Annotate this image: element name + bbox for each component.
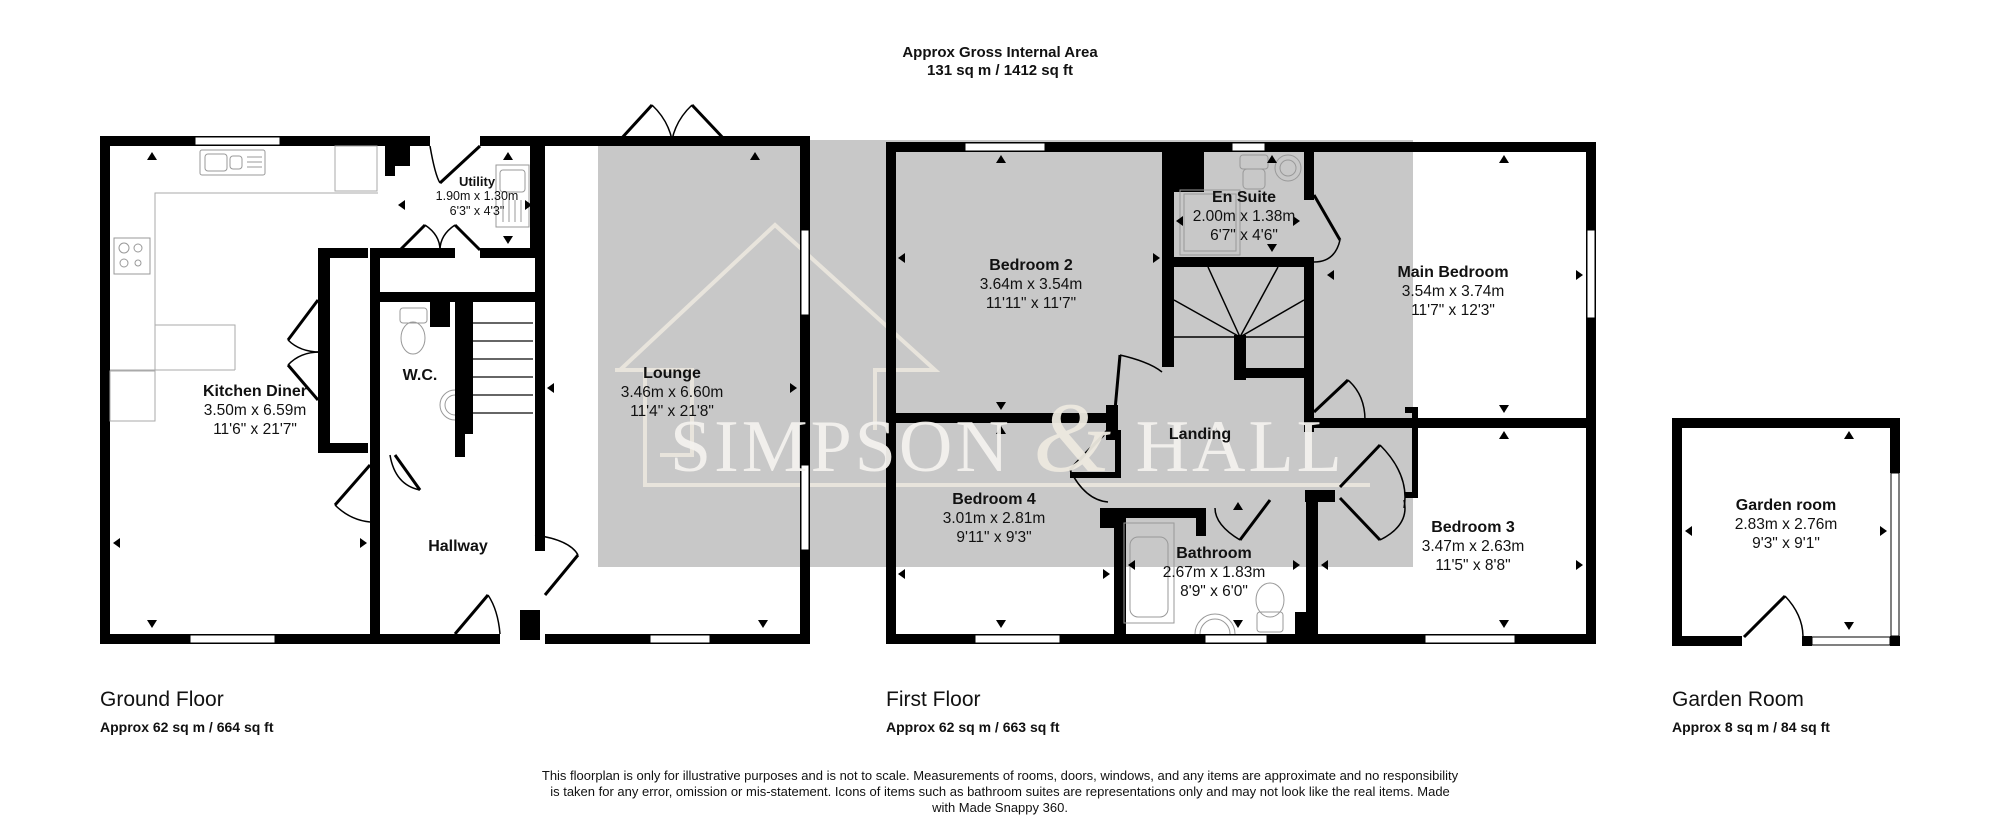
room-imperial: 11'7" x 12'3" bbox=[1411, 302, 1495, 319]
room-metric: 2.83m x 2.76m bbox=[1734, 516, 1838, 533]
watermark-hall: HALL bbox=[1135, 406, 1345, 488]
room-en-suite: En Suite 2.00m x 1.38m 6'7" x 4'6" bbox=[1193, 188, 1296, 245]
room-kitchen-diner: Kitchen Diner 3.50m x 6.59m 11'6" x 21'7… bbox=[203, 382, 307, 439]
room-hallway: Hallway bbox=[428, 537, 488, 556]
room-lounge: Lounge 3.46m x 6.60m 11'4" x 21'8" bbox=[621, 364, 724, 421]
room-metric: 1.90m x 1.30m bbox=[435, 189, 519, 203]
room-imperial: 9'11" x 9'3" bbox=[956, 529, 1032, 546]
room-imperial: 11'5" x 8'8" bbox=[1435, 557, 1511, 574]
room-metric: 2.00m x 1.38m bbox=[1192, 208, 1296, 225]
floor-name: Ground Floor bbox=[100, 688, 224, 711]
gross-area-title: Approx Gross Internal Area bbox=[902, 44, 1098, 61]
room-imperial: 11'11" x 11'7" bbox=[985, 295, 1077, 312]
floor-caption-ground: Ground Floor Approx 62 sq m / 664 sq ft bbox=[100, 688, 274, 736]
room-name: Bedroom 4 bbox=[952, 491, 1036, 508]
room-landing: Landing bbox=[1169, 425, 1231, 444]
utility-sink-icon bbox=[495, 164, 530, 228]
room-imperial: 8'9" x 6'0" bbox=[1180, 583, 1248, 600]
gross-area-value: 131 sq m / 1412 sq ft bbox=[927, 62, 1073, 79]
kitchen-sink-icon bbox=[199, 149, 266, 176]
room-name: Hallway bbox=[428, 538, 488, 555]
room-name: Bathroom bbox=[1176, 545, 1252, 562]
room-name: Bedroom 3 bbox=[1431, 519, 1515, 536]
hob-icon bbox=[113, 237, 151, 275]
room-name: En Suite bbox=[1211, 189, 1276, 206]
floor-caption-first: First Floor Approx 62 sq m / 663 sq ft bbox=[886, 688, 1060, 736]
room-imperial: 11'4" x 21'8" bbox=[630, 403, 714, 420]
room-name: Kitchen Diner bbox=[202, 383, 308, 400]
room-metric: 3.54m x 3.74m bbox=[1401, 283, 1505, 300]
room-metric: 3.01m x 2.81m bbox=[942, 510, 1046, 527]
room-imperial: 6'3" x 4'3" bbox=[449, 204, 505, 218]
room-imperial: 9'3" x 9'1" bbox=[1752, 535, 1820, 552]
room-metric: 3.64m x 3.54m bbox=[979, 276, 1083, 293]
room-utility: Utility 1.90m x 1.30m 6'3" x 4'3" bbox=[436, 174, 519, 219]
wc-basin-icon bbox=[439, 389, 456, 421]
floor-name: First Floor bbox=[886, 688, 981, 711]
room-imperial: 11'6" x 21'7" bbox=[213, 421, 297, 438]
room-garden-room: Garden room 2.83m x 2.76m 9'3" x 9'1" bbox=[1735, 496, 1838, 553]
floor-area: Approx 8 sq m / 84 sq ft bbox=[1672, 719, 1830, 735]
floor-name: Garden Room bbox=[1672, 688, 1804, 711]
garden-room-plan bbox=[1672, 418, 1900, 646]
floor-caption-garden: Garden Room Approx 8 sq m / 84 sq ft bbox=[1672, 688, 1830, 736]
room-name: Lounge bbox=[643, 365, 701, 382]
room-bedroom-3: Bedroom 3 3.47m x 2.63m 11'5" x 8'8" bbox=[1422, 518, 1525, 575]
room-name: Utility bbox=[458, 174, 496, 189]
room-metric: 3.50m x 6.59m bbox=[203, 402, 307, 419]
floor-area: Approx 62 sq m / 663 sq ft bbox=[886, 719, 1060, 735]
room-name: Garden room bbox=[1735, 497, 1837, 514]
room-name: W.C. bbox=[402, 367, 438, 384]
watermark-ampersand: & bbox=[1033, 382, 1115, 493]
room-bathroom: Bathroom 2.67m x 1.83m 8'9" x 6'0" bbox=[1163, 544, 1266, 601]
gross-internal-area: Approx Gross Internal Area 131 sq m / 14… bbox=[0, 44, 2000, 80]
disclaimer-text: This floorplan is only for illustrative … bbox=[541, 768, 1459, 815]
room-main-bedroom: Main Bedroom 3.54m x 3.74m 11'7" x 12'3" bbox=[1397, 263, 1508, 320]
room-metric: 3.47m x 2.63m bbox=[1421, 538, 1525, 555]
room-metric: 2.67m x 1.83m bbox=[1162, 564, 1266, 581]
room-name: Main Bedroom bbox=[1397, 264, 1509, 281]
bathroom-fixtures-icon bbox=[1123, 522, 1285, 635]
room-imperial: 6'7" x 4'6" bbox=[1210, 227, 1278, 244]
room-wc: W.C. bbox=[403, 366, 438, 385]
watermark-house-logo-icon bbox=[615, 222, 1370, 487]
watermark-text: SIMPSON & HALL bbox=[670, 380, 1345, 495]
wc-toilet-icon bbox=[399, 307, 428, 355]
room-bedroom-2: Bedroom 2 3.64m x 3.54m 11'11" x 11'7" bbox=[980, 256, 1083, 313]
room-bedroom-4: Bedroom 4 3.01m x 2.81m 9'11" x 9'3" bbox=[943, 490, 1046, 547]
watermark-simpson: SIMPSON bbox=[670, 406, 1012, 488]
room-name: Landing bbox=[1168, 426, 1232, 443]
ground-floor-plan bbox=[100, 103, 810, 644]
first-floor-plan bbox=[886, 142, 1596, 644]
room-metric: 3.46m x 6.60m bbox=[620, 384, 724, 401]
room-name: Bedroom 2 bbox=[989, 257, 1073, 274]
floor-area: Approx 62 sq m / 664 sq ft bbox=[100, 719, 274, 735]
